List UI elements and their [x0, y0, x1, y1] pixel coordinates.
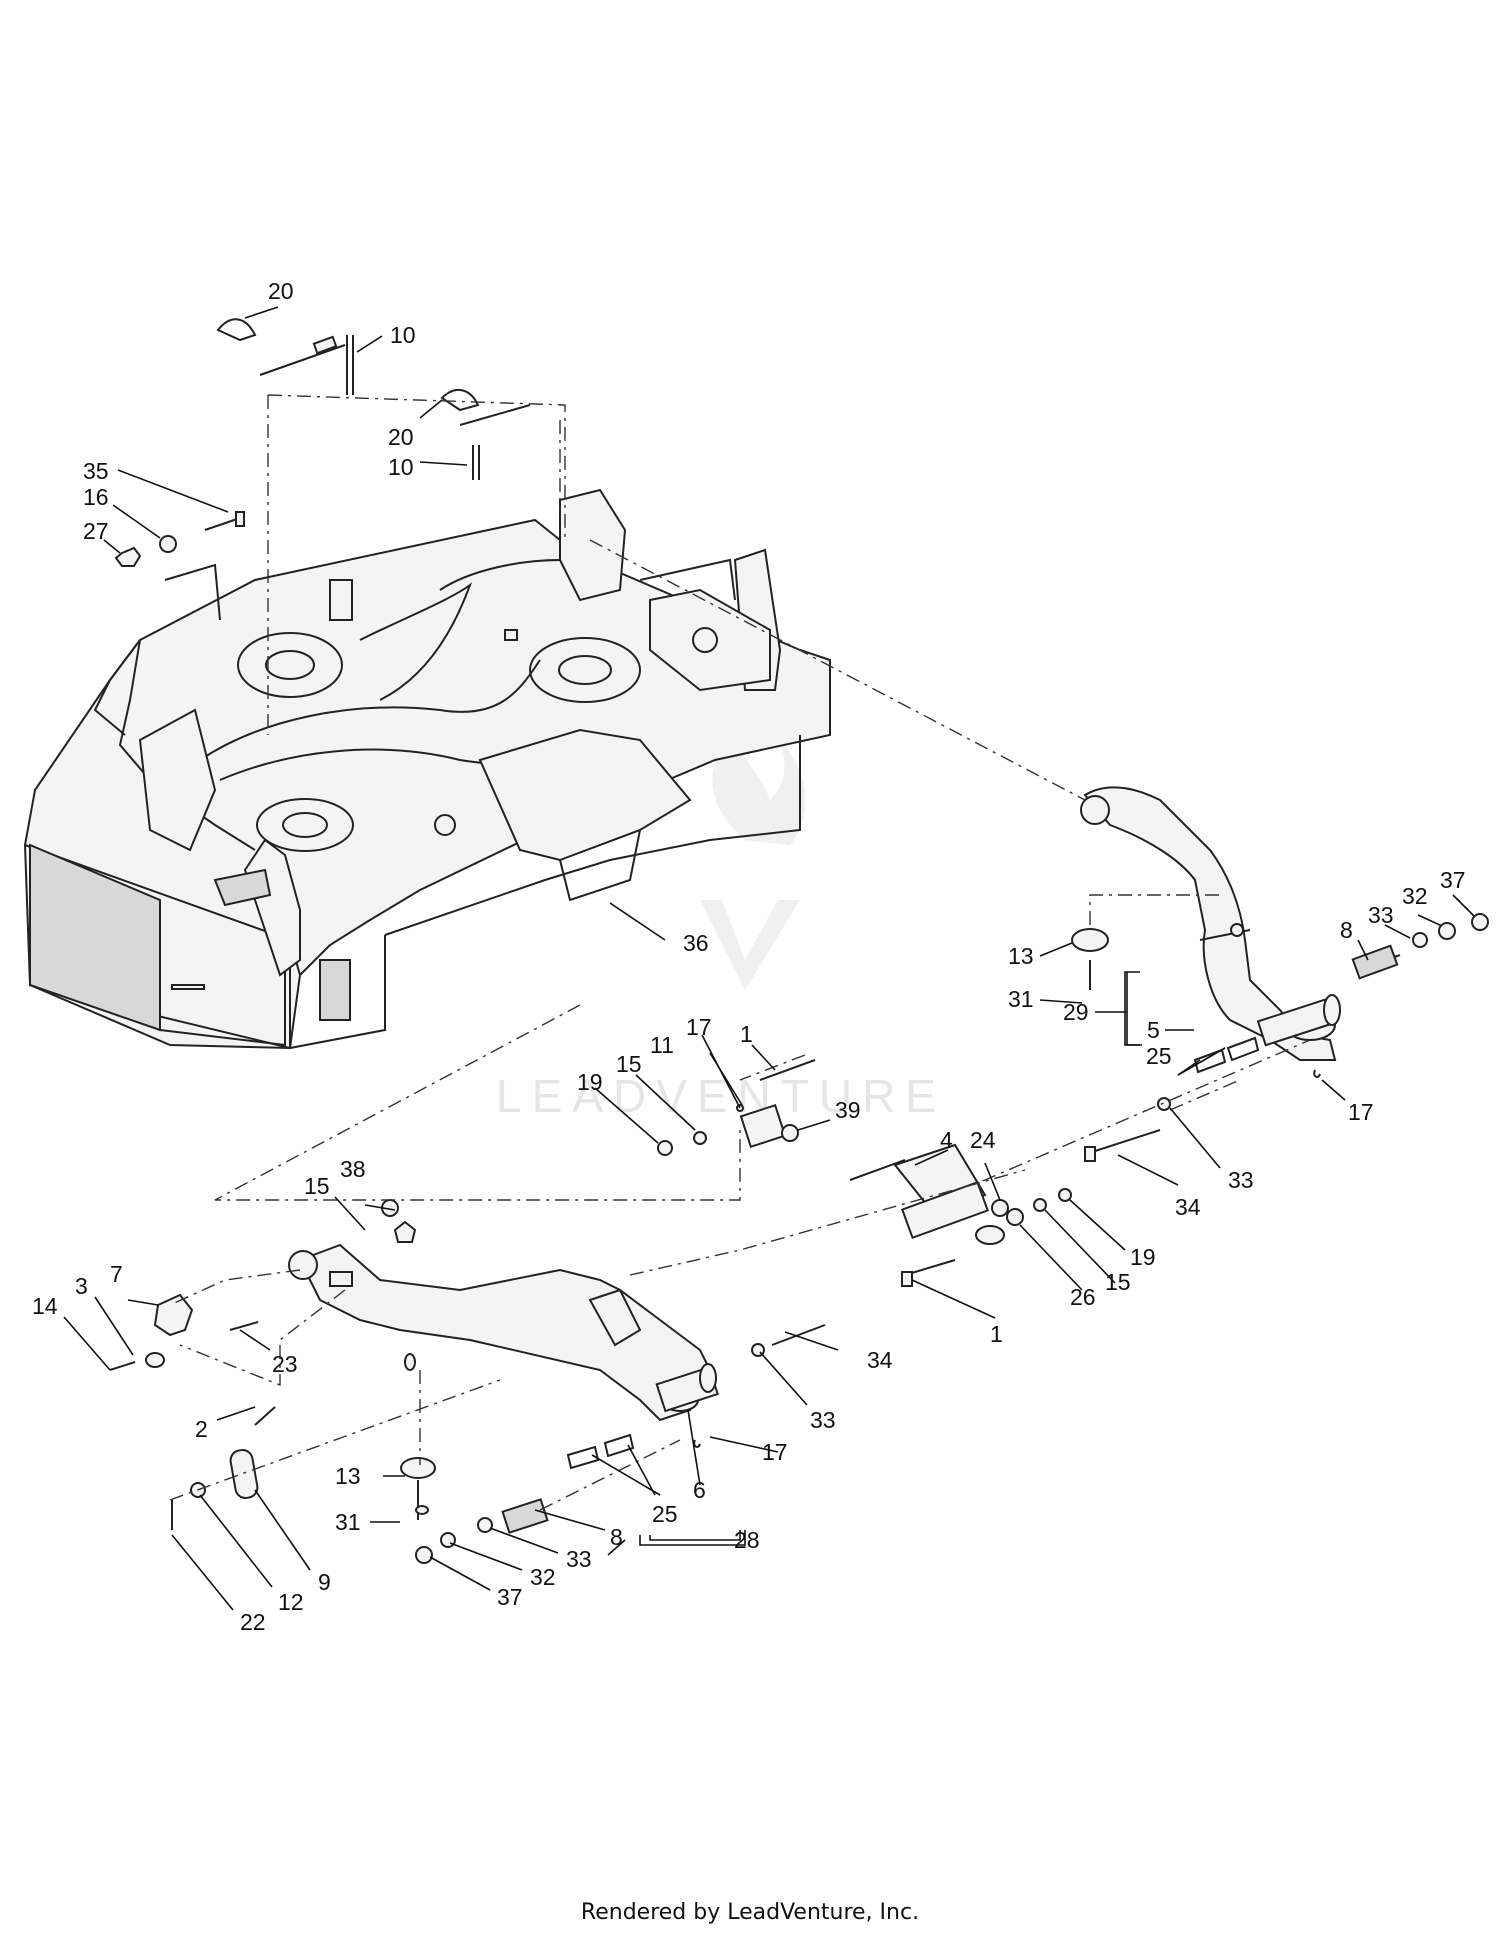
callout-37-left: 37	[497, 1584, 523, 1610]
callout-34-left: 34	[867, 1347, 893, 1373]
callout-26: 26	[1070, 1284, 1096, 1310]
callout-8-left: 8	[610, 1524, 623, 1550]
callout-10-lower: 10	[388, 454, 414, 480]
callout-31-right: 31	[1008, 986, 1034, 1012]
callout-39: 39	[835, 1097, 861, 1123]
callout-13-right: 13	[1008, 943, 1034, 969]
callout-1-bottom: 1	[990, 1321, 1003, 1347]
callout-33-left-top: 33	[810, 1407, 836, 1433]
hitch-pin-upper-right	[440, 389, 531, 480]
callout-17-right: 17	[1348, 1099, 1374, 1125]
mower-deck	[23, 488, 831, 1050]
callout-10-upper: 10	[390, 322, 416, 348]
watermark-text: LEADVENTURE	[496, 1070, 946, 1122]
callout-12: 12	[278, 1589, 304, 1615]
callout-20-upper: 20	[268, 278, 294, 304]
callout-4: 4	[940, 1127, 953, 1153]
callout-7: 7	[110, 1261, 123, 1287]
callout-9: 9	[318, 1569, 331, 1595]
callout-15-left: 15	[304, 1173, 330, 1199]
callout-20-lower: 20	[388, 424, 414, 450]
leader-lines	[63, 306, 1476, 1611]
callout-17-center: 17	[686, 1014, 712, 1040]
lift-arm-right	[1080, 786, 1341, 1061]
spindle-front	[256, 798, 354, 852]
callout-22: 22	[240, 1609, 266, 1635]
hitch-pin-upper-left	[216, 318, 354, 395]
callout-36: 36	[683, 930, 709, 956]
callout-34-right: 34	[1175, 1194, 1201, 1220]
callout-25-left: 25	[652, 1501, 678, 1527]
callout-16: 16	[83, 484, 109, 510]
callout-33-right-top: 33	[1368, 902, 1394, 928]
callout-33-right-bottom: 33	[1228, 1167, 1254, 1193]
callout-3: 3	[75, 1273, 88, 1299]
callout-33-left-bottom: 33	[566, 1546, 592, 1572]
pivot-11-assembly	[657, 1059, 1072, 1226]
callout-29: 29	[1063, 999, 1089, 1025]
callout-8-right: 8	[1340, 917, 1353, 943]
callout-2: 2	[195, 1416, 208, 1442]
actuator	[849, 1143, 1009, 1287]
callout-27: 27	[83, 518, 109, 544]
bolt-35-assembly	[114, 511, 245, 567]
callout-13-left: 13	[335, 1463, 361, 1489]
callout-25-right: 25	[1146, 1043, 1172, 1069]
callout-32-left: 32	[530, 1564, 556, 1590]
right-arm-hardware	[1071, 913, 1489, 1162]
spindle-right	[529, 637, 641, 703]
callout-28: 28	[734, 1527, 760, 1553]
callout-17-left: 17	[762, 1439, 788, 1465]
callout-14: 14	[32, 1293, 58, 1319]
callout-19-center: 19	[577, 1069, 603, 1095]
callout-15-right: 15	[1105, 1269, 1131, 1295]
callout-6: 6	[693, 1477, 706, 1503]
callout-5: 5	[1147, 1017, 1160, 1043]
spindle-left	[237, 632, 343, 698]
lift-arm-left	[288, 1243, 719, 1422]
callout-32-right: 32	[1402, 883, 1428, 909]
callout-19-right: 19	[1130, 1244, 1156, 1270]
callout-37-right: 37	[1440, 867, 1466, 893]
callout-31-left: 31	[335, 1509, 361, 1535]
footer-credit: Rendered by LeadVenture, Inc.	[580, 1900, 920, 1925]
callout-35: 35	[83, 458, 109, 484]
assembly-lines	[169, 394, 1311, 1511]
callout-1-top: 1	[740, 1021, 753, 1047]
callout-labels: 20 10 20 10 35 16 27 36 13 31 29 5 25 8 …	[32, 278, 1466, 1635]
callout-24: 24	[970, 1127, 996, 1153]
callout-38: 38	[340, 1156, 366, 1182]
callout-23: 23	[272, 1351, 298, 1377]
callout-15-center: 15	[616, 1051, 642, 1077]
callout-11: 11	[650, 1032, 674, 1058]
left-arm-hardware	[109, 1199, 826, 1564]
